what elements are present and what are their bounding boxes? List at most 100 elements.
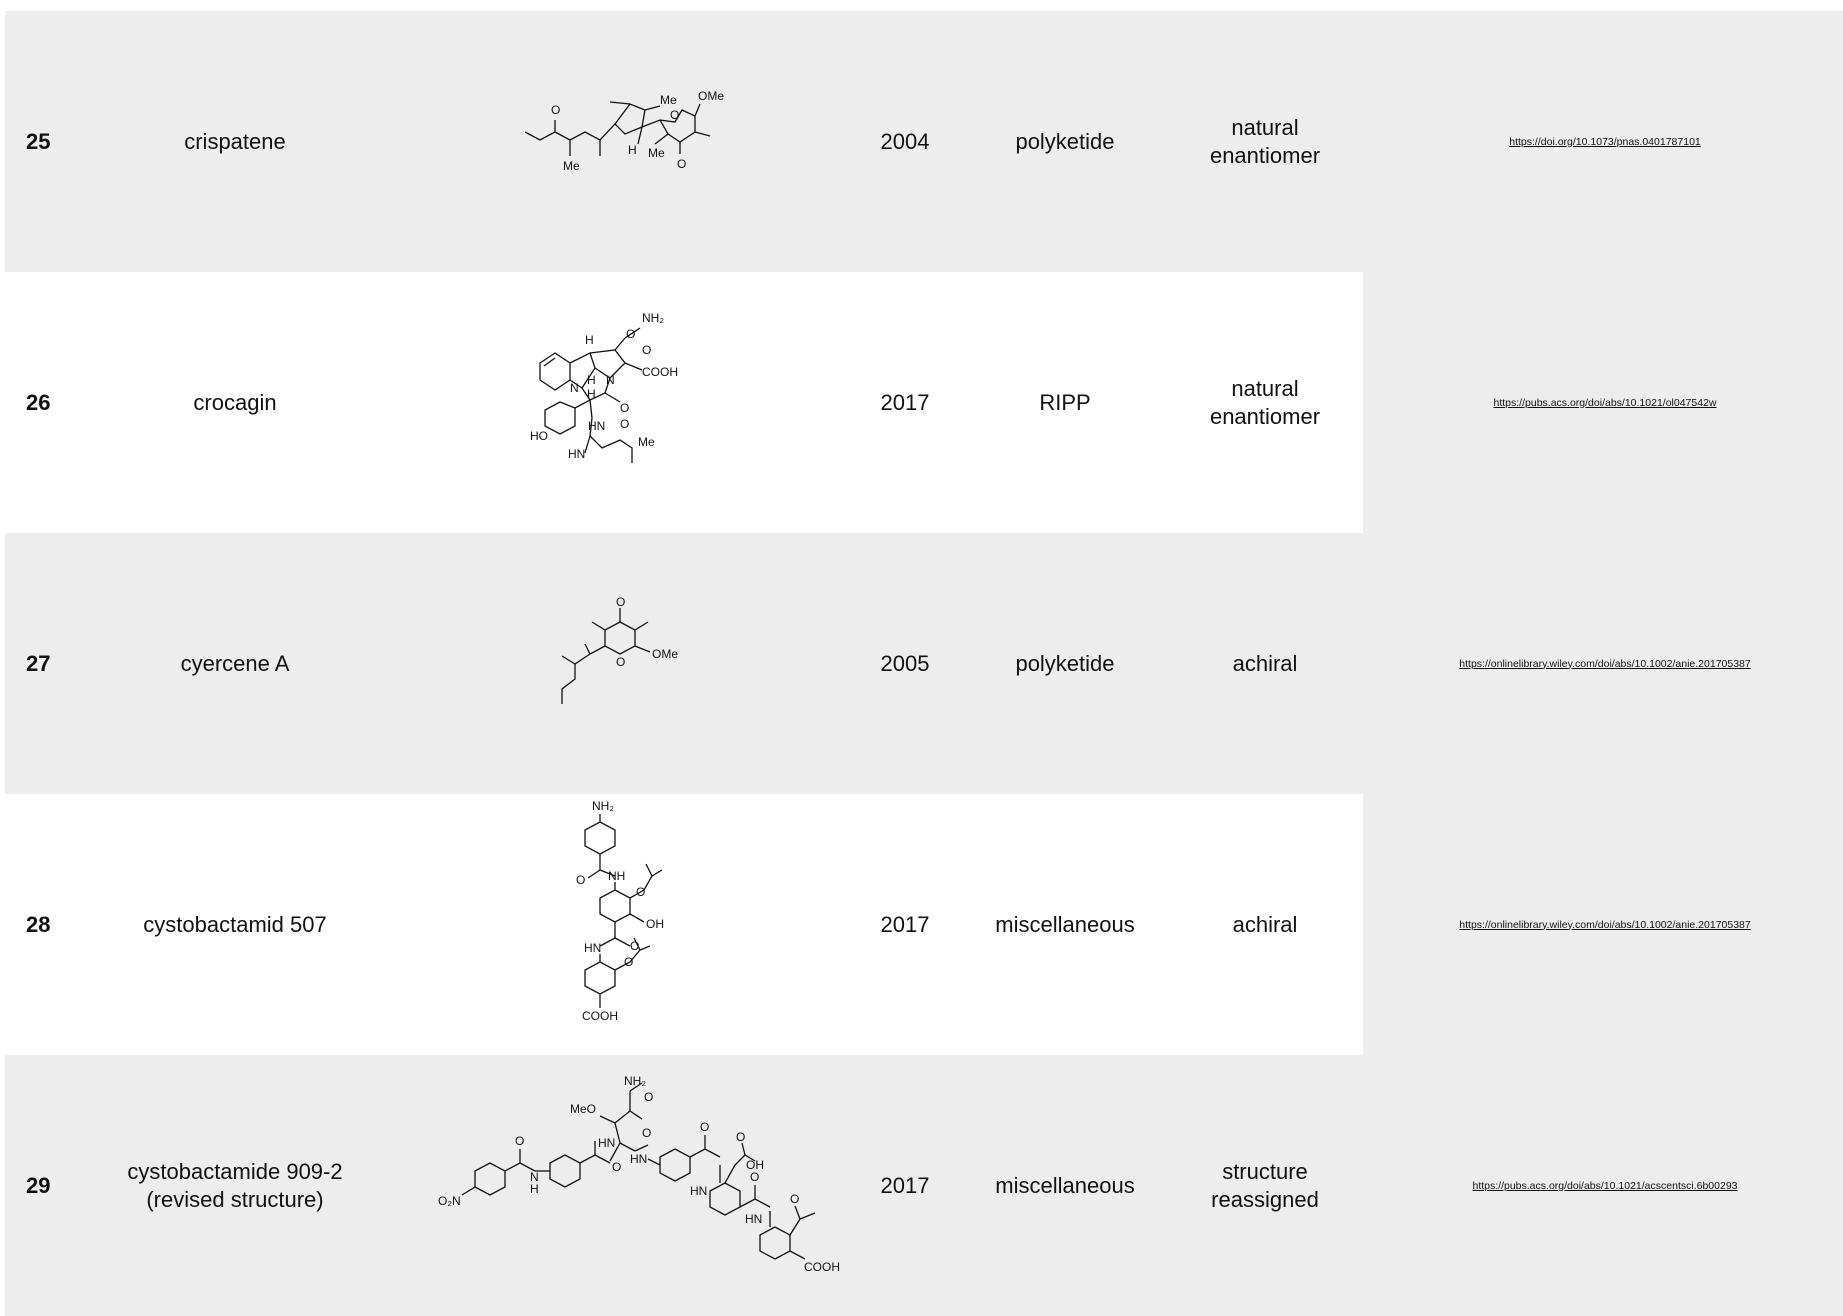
table-row: 29 cystobactamide 909-2 (revised structu…	[5, 1055, 1843, 1316]
synthesis-type: natural enantiomer	[1165, 11, 1365, 272]
structure-label: OH	[646, 917, 664, 931]
reference-cell: https://onlinelibrary.wiley.com/doi/abs/…	[1370, 533, 1840, 794]
reference-link[interactable]: https://onlinelibrary.wiley.com/doi/abs/…	[1459, 918, 1751, 931]
structure-label: MeO	[570, 1102, 596, 1116]
compound-class: RIPP	[1039, 389, 1091, 415]
structure-label: O	[616, 655, 625, 669]
year: 2005	[880, 650, 930, 676]
structure-label: O	[616, 595, 625, 609]
structure-label: N	[530, 1170, 539, 1184]
compound-name: cystobactamid 507	[85, 794, 385, 1055]
structure-label: O	[620, 417, 629, 431]
year: 2004	[880, 128, 930, 154]
structure-label: Me	[660, 93, 677, 107]
structure-drawing-crocagin: H NH₂ O O N H N COOH H O HO HN O Me HN	[530, 311, 678, 463]
structure-label: HN	[690, 1184, 707, 1198]
synthesis-type-line: reassigned	[1211, 1186, 1319, 1212]
reference-link[interactable]: https://pubs.acs.org/doi/abs/10.1021/ol0…	[1493, 396, 1717, 409]
reference-link[interactable]: https://onlinelibrary.wiley.com/doi/abs/…	[1459, 657, 1751, 670]
compound-number: 26	[26, 389, 51, 415]
structure-label: HN	[630, 1152, 647, 1166]
structure-label: HN	[598, 1136, 615, 1150]
structure-label: OMe	[652, 647, 678, 661]
structure-drawing-cystobactamid-507: NH₂ O NH O OH HN O O COOH	[576, 800, 664, 1023]
structure-label: O	[515, 1134, 524, 1148]
year: 2017	[880, 911, 930, 937]
compound-name: cystobactamide 909-2 (revised structure)	[85, 1055, 385, 1316]
reference-link[interactable]: https://pubs.acs.org/doi/abs/10.1021/acs…	[1472, 1179, 1738, 1192]
synthesis-type: structure reassigned	[1165, 1055, 1365, 1316]
structure-label: NH₂	[624, 1074, 646, 1088]
synthesis-type-line: achiral	[1232, 650, 1298, 676]
table-row: 28 cystobactamid 507	[5, 794, 1843, 1055]
compound-name-line: cyercene A	[180, 650, 290, 676]
compound-name-line: (revised structure)	[146, 1186, 324, 1212]
synthesis-type-line: natural	[1231, 114, 1299, 140]
reference-cell: https://doi.org/10.1073/pnas.0401787101	[1370, 11, 1840, 272]
reference-link[interactable]: https://doi.org/10.1073/pnas.0401787101	[1509, 135, 1701, 148]
compound-class: polyketide	[1015, 650, 1115, 676]
structure-label: O	[642, 343, 651, 357]
table-row: 27 cyercene A O O OMe 2005 polyketide	[5, 533, 1843, 794]
year: 2017	[880, 389, 930, 415]
compound-name-line: cystobactamid 507	[143, 911, 327, 937]
synthesis-type-line: natural	[1231, 375, 1299, 401]
structure-label: N	[606, 373, 615, 387]
structure-label: Me	[648, 146, 665, 160]
structure-drawing-cystobactamide-909-2: NH₂ MeO O HN O O HN O N H O₂N O O OH HN …	[438, 1074, 840, 1274]
synthesis-type: achiral	[1165, 794, 1365, 1055]
compound-name-line: cystobactamide 909-2	[127, 1158, 343, 1184]
structure-label: COOH	[804, 1260, 840, 1274]
compound-class: miscellaneous	[995, 1172, 1135, 1198]
structure-label: O	[624, 955, 633, 969]
reference-cell: https://pubs.acs.org/doi/abs/10.1021/ol0…	[1370, 272, 1840, 533]
table-row: 26 crocagin H NH₂ O	[5, 272, 1843, 533]
structure-label: O	[750, 1170, 759, 1184]
table-row: 25 crispatene O Me Me	[5, 11, 1843, 272]
compound-name-line: crispatene	[184, 128, 286, 154]
structure-label: O	[677, 157, 686, 171]
synthesis-type-line: structure	[1222, 1158, 1308, 1184]
structure-label: NH₂	[592, 800, 614, 813]
structure-label: HN	[584, 941, 601, 955]
structure-label: O	[644, 1090, 653, 1104]
structure-label: O	[620, 401, 629, 415]
compound-class: polyketide	[1015, 128, 1115, 154]
synthesis-type-line: achiral	[1232, 911, 1298, 937]
structure-label: N	[570, 381, 579, 395]
chemical-structure: O Me Me OMe O O H Me	[395, 11, 865, 272]
structure-label: OMe	[698, 89, 724, 103]
synthesis-type: natural enantiomer	[1165, 272, 1365, 533]
structure-label: H	[628, 143, 637, 157]
structure-label: O	[626, 327, 635, 341]
chemical-structure: NH₂ MeO O HN O O HN O N H O₂N O O OH HN …	[395, 1055, 865, 1316]
structure-label: O	[700, 1120, 709, 1134]
compound-number: 29	[26, 1172, 51, 1198]
compound-name: crocagin	[85, 272, 385, 533]
structure-label: NH	[608, 869, 625, 883]
structure-label: H	[585, 333, 594, 347]
compound-number: 28	[26, 911, 51, 937]
structure-label: HO	[530, 429, 548, 443]
structure-label: OH	[746, 1158, 764, 1172]
structure-label: O	[670, 108, 679, 122]
compound-name: crispatene	[85, 11, 385, 272]
structure-label: O	[612, 1160, 621, 1174]
structure-label: H	[587, 387, 596, 401]
structure-label: O	[551, 103, 560, 117]
compound-number: 25	[26, 128, 51, 154]
structure-label: O	[736, 1130, 745, 1144]
structure-label: O	[790, 1192, 799, 1206]
compound-table: 25 crispatene O Me Me	[5, 11, 1843, 1316]
structure-label: O	[630, 939, 639, 953]
structure-label: H	[530, 1182, 539, 1196]
structure-label: Me	[638, 435, 655, 449]
compound-class: miscellaneous	[995, 911, 1135, 937]
structure-label: Me	[563, 159, 580, 173]
year: 2017	[880, 1172, 930, 1198]
synthesis-type-line: enantiomer	[1209, 142, 1321, 168]
structure-label: O	[642, 1126, 651, 1140]
structure-label: H	[587, 373, 596, 387]
structure-label: NH₂	[642, 311, 664, 325]
synthesis-type: achiral	[1165, 533, 1365, 794]
